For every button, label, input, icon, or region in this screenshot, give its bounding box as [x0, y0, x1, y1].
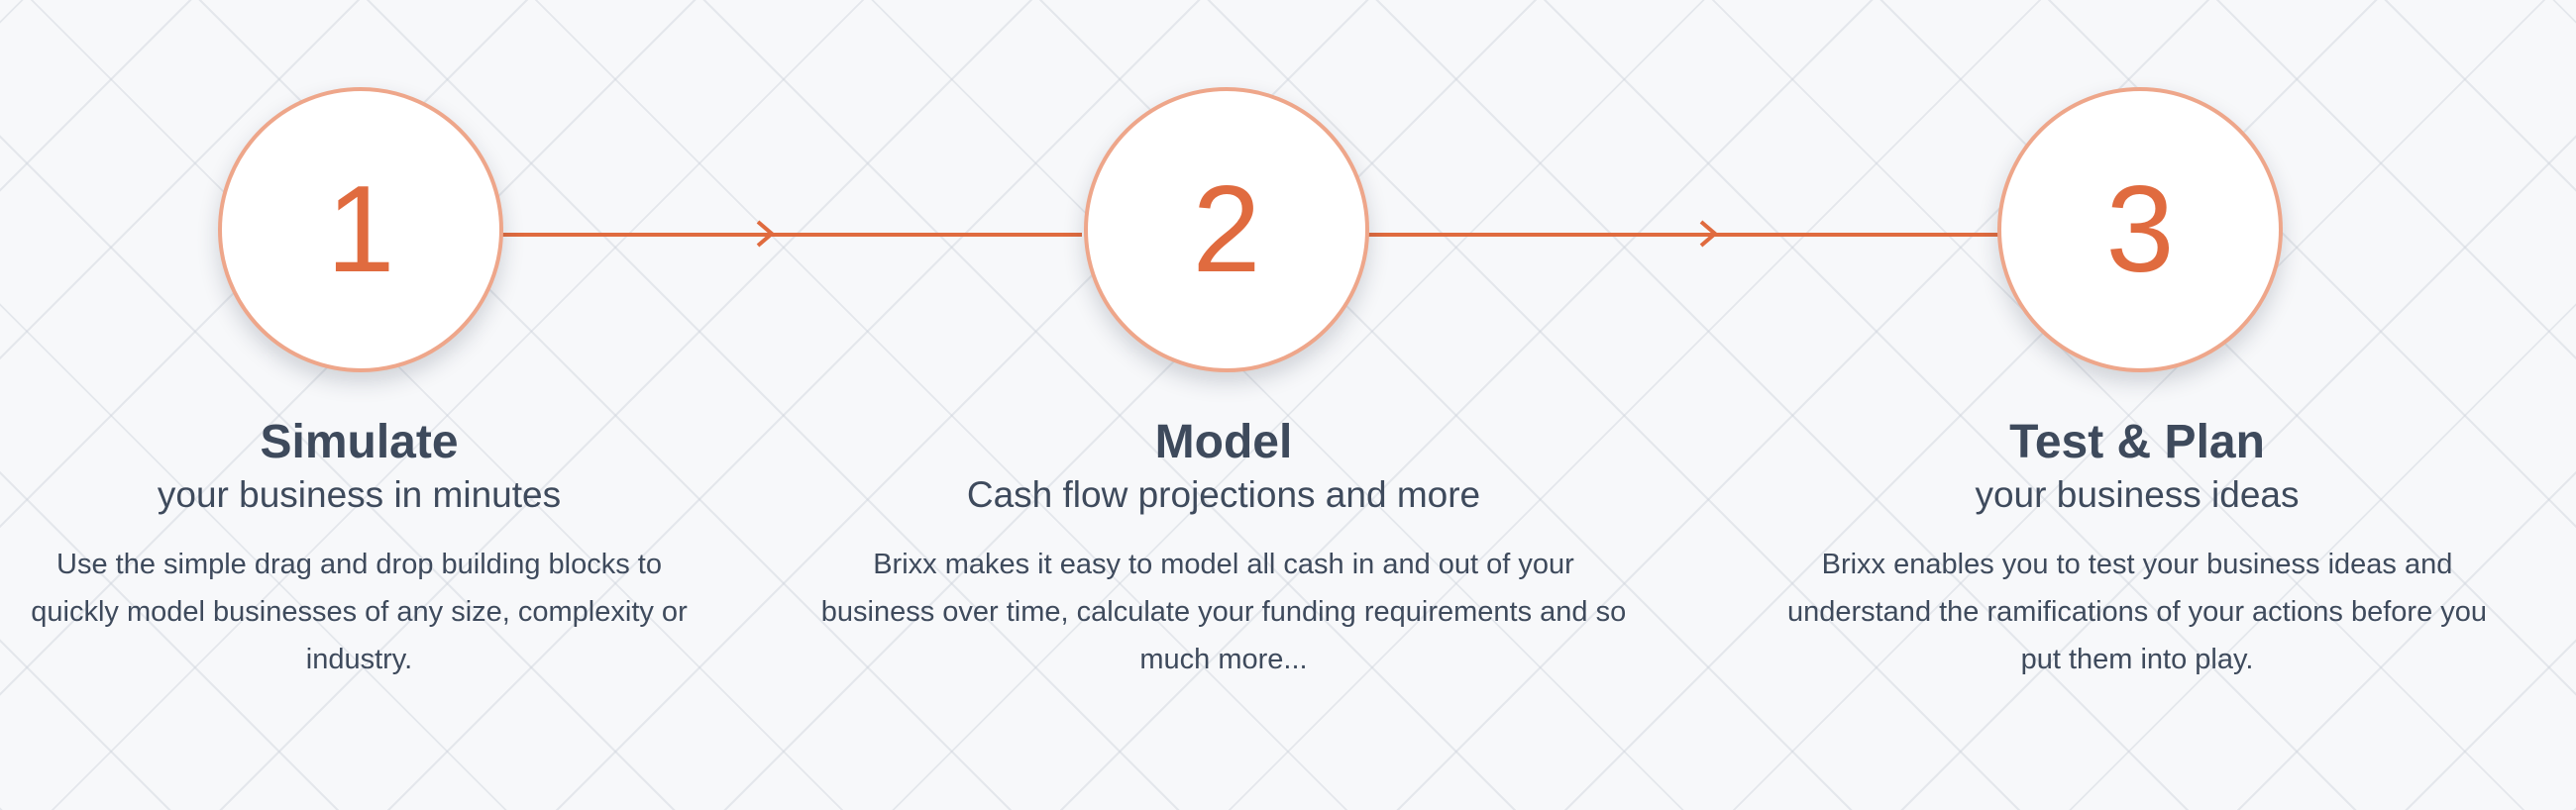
step-description: Brixx enables you to test your business … — [1786, 548, 2488, 675]
step-description: Use the simple drag and drop building bl… — [31, 548, 688, 675]
step-title: Model — [1154, 416, 1293, 468]
step-3-text: Test & Plan your business ideas Brixx en… — [1764, 414, 2511, 683]
connector-line-2-3 — [1364, 233, 1998, 237]
chevron-right-icon — [1699, 220, 1719, 248]
step-circle-3: 3 — [1997, 87, 2283, 372]
chevron-right-icon — [756, 220, 776, 248]
step-circle-1: 1 — [218, 87, 503, 372]
step-number: 2 — [1192, 161, 1261, 298]
step-number: 3 — [2105, 161, 2175, 298]
step-2-text: Model Cash flow projections and more Bri… — [817, 414, 1630, 683]
connector-line-1-2 — [495, 233, 1082, 237]
step-title: Simulate — [260, 416, 459, 468]
step-subtitle: Cash flow projections and more — [966, 473, 1481, 515]
step-circle-2: 2 — [1084, 87, 1369, 372]
step-description: Brixx makes it easy to model all cash in… — [820, 548, 1627, 675]
step-title: Test & Plan — [2009, 416, 2265, 468]
step-subtitle: your business ideas — [1975, 473, 2300, 515]
step-number: 1 — [326, 161, 395, 298]
step-subtitle: your business in minutes — [157, 473, 562, 515]
step-1-text: Simulate your business in minutes Use th… — [10, 414, 708, 683]
